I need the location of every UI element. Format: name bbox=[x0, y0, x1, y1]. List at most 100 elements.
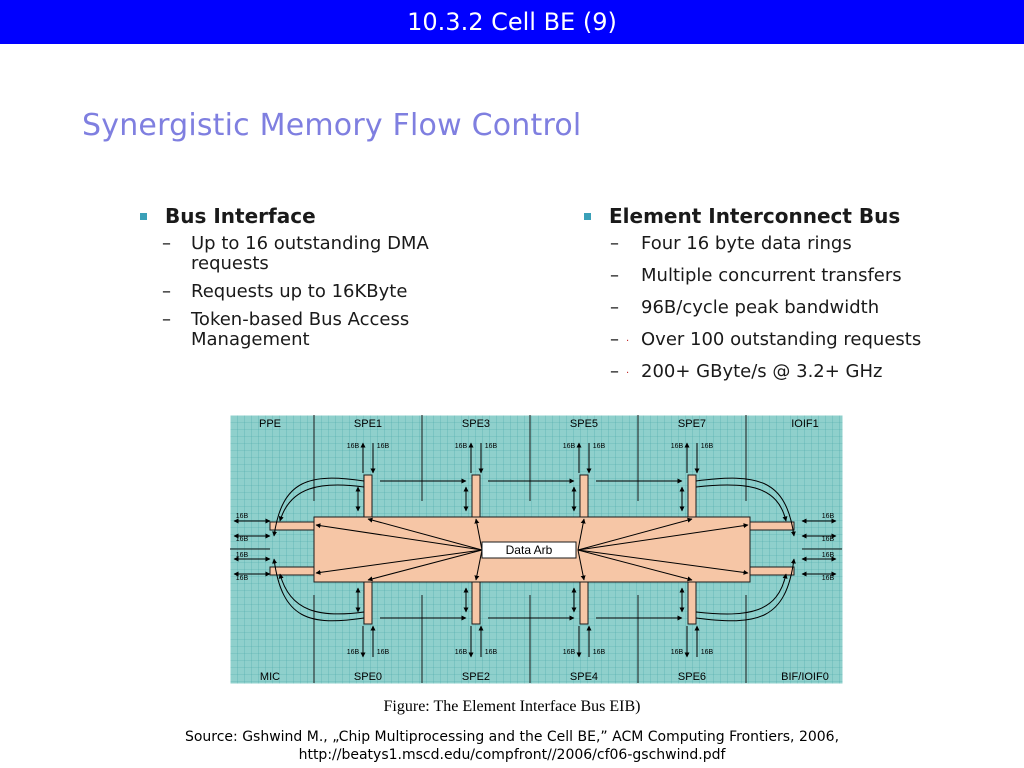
port-label: 16B bbox=[822, 575, 835, 582]
dash-icon: – bbox=[610, 297, 619, 318]
source-line: Source: Gshwind M., „Chip Multiprocessin… bbox=[184, 729, 840, 745]
dash-icon: – bbox=[162, 281, 171, 302]
port-label: 16B bbox=[563, 649, 576, 656]
slide-heading: Synergistic Memory Flow Control bbox=[82, 108, 582, 143]
top-unit-label: SPE7 bbox=[678, 418, 706, 430]
square-bullet-icon bbox=[584, 213, 591, 220]
arbiter-ray bbox=[367, 517, 483, 551]
top-unit-label: SPE3 bbox=[462, 418, 490, 430]
ring-loop bbox=[272, 558, 365, 622]
slide-title-bar: 10.3.2 Cell BE (9) bbox=[0, 0, 1024, 44]
ring-loop bbox=[695, 573, 788, 615]
left-port-stub bbox=[269, 566, 315, 576]
arbiter-ray bbox=[577, 523, 749, 551]
ring-loop bbox=[278, 484, 365, 522]
port-label: 16B bbox=[455, 443, 468, 450]
data-arbiter-label: Data Arb bbox=[506, 543, 553, 557]
port-label: 16B bbox=[485, 443, 498, 450]
port-label: 16B bbox=[671, 649, 684, 656]
bottom-unit-label: MIC bbox=[260, 671, 280, 683]
eib-bullet: Element Interconnect Bus bbox=[584, 204, 1004, 234]
dash-icon: – bbox=[162, 233, 171, 254]
bus-interface-section: Bus Interface –Up to 16 outstanding DMA … bbox=[140, 204, 520, 358]
source-url: http://beatys1.mscd.edu/compfront//2006/… bbox=[298, 747, 726, 763]
top-port-stub bbox=[363, 474, 373, 518]
bottom-port-stub bbox=[579, 581, 589, 625]
port-label: 16B bbox=[822, 552, 835, 559]
port-label: 16B bbox=[593, 443, 606, 450]
stray-mark-icon: · bbox=[626, 336, 630, 347]
port-label: 16B bbox=[347, 649, 360, 656]
top-port-stub bbox=[579, 474, 589, 518]
list-item: – 96B/cycle peak bandwidth bbox=[584, 298, 1004, 330]
bullet-label: Bus Interface bbox=[165, 204, 316, 228]
port-label: 16B bbox=[701, 443, 714, 450]
bottom-port-stub bbox=[363, 581, 373, 625]
port-label: 16B bbox=[671, 443, 684, 450]
top-unit-label: PPE bbox=[259, 418, 281, 430]
source-citation: Source: Gshwind M., „Chip Multiprocessin… bbox=[0, 728, 1024, 764]
eib-section: Element Interconnect Bus –Four 16 byte d… bbox=[584, 204, 1004, 394]
arbiter-ray bbox=[367, 549, 483, 582]
bottom-unit-label: SPE4 bbox=[570, 671, 598, 683]
list-item-text: Token-based Bus Access Management bbox=[191, 309, 410, 350]
list-item: –· 200+ GByte/s @ 3.2+ GHz bbox=[584, 362, 1004, 394]
top-unit-label: SPE5 bbox=[570, 418, 598, 430]
port-label: 16B bbox=[563, 443, 576, 450]
list-item-text: Requests up to 16KByte bbox=[191, 281, 408, 302]
list-item-text: 96B/cycle peak bandwidth bbox=[641, 297, 880, 318]
top-port-stub bbox=[687, 474, 697, 518]
arbiter-ray bbox=[474, 549, 483, 581]
bottom-unit-label: SPE6 bbox=[678, 671, 706, 683]
bus-interface-bullet: Bus Interface bbox=[140, 204, 520, 234]
right-port-stub bbox=[749, 521, 795, 531]
bottom-port-stub bbox=[687, 581, 697, 625]
arbiter-ray bbox=[577, 549, 749, 575]
dash-icon: – bbox=[610, 265, 619, 286]
left-port-stub bbox=[269, 521, 315, 531]
port-label: 16B bbox=[236, 536, 249, 543]
top-unit-label: IOIF1 bbox=[791, 418, 819, 430]
port-label: 16B bbox=[485, 649, 498, 656]
arbiter-ray bbox=[577, 517, 693, 551]
list-item-text: Multiple concurrent transfers bbox=[641, 265, 902, 286]
port-label: 16B bbox=[822, 513, 835, 520]
port-label: 16B bbox=[822, 536, 835, 543]
slide-title: 10.3.2 Cell BE (9) bbox=[407, 8, 617, 36]
ring-loop bbox=[272, 477, 365, 537]
list-item-text: 200+ GByte/s @ 3.2+ GHz bbox=[641, 361, 883, 382]
port-label: 16B bbox=[377, 443, 390, 450]
list-item: –Requests up to 16KByte bbox=[140, 282, 520, 302]
list-item: –Up to 16 outstanding DMA requests bbox=[140, 234, 520, 274]
port-label: 16B bbox=[236, 552, 249, 559]
bottom-port-stub bbox=[471, 581, 481, 625]
ring-loop bbox=[695, 558, 796, 622]
dash-icon: – bbox=[162, 309, 171, 330]
list-item-text: Up to 16 outstanding DMA requests bbox=[191, 233, 429, 274]
arbiter-ray bbox=[577, 549, 693, 582]
figure-caption: Figure: The Element Interface Bus EIB) bbox=[383, 698, 641, 715]
bus-interface-list: –Up to 16 outstanding DMA requests –Requ… bbox=[140, 234, 520, 350]
dash-icon: – bbox=[610, 329, 619, 350]
port-label: 16B bbox=[377, 649, 390, 656]
arbiter-ray bbox=[577, 518, 586, 551]
bullet-label: Element Interconnect Bus bbox=[609, 204, 901, 228]
data-arbiter-box bbox=[481, 541, 577, 559]
list-item-text: Four 16 byte data rings bbox=[641, 233, 852, 254]
list-item: –Token-based Bus Access Management bbox=[140, 310, 520, 350]
bottom-unit-label: SPE0 bbox=[354, 671, 382, 683]
right-port-stub bbox=[749, 566, 795, 576]
port-label: 16B bbox=[455, 649, 468, 656]
arbiter-ray bbox=[315, 523, 483, 551]
stray-mark-icon: · bbox=[626, 368, 630, 379]
list-item: – Multiple concurrent transfers bbox=[584, 266, 1004, 298]
dash-icon: – bbox=[610, 361, 619, 382]
ring-loop bbox=[695, 484, 788, 522]
port-label: 16B bbox=[236, 575, 249, 582]
arbiter-ray bbox=[577, 549, 586, 581]
top-unit-label: SPE1 bbox=[354, 418, 382, 430]
port-label: 16B bbox=[593, 649, 606, 656]
ring-loop bbox=[695, 477, 796, 537]
list-item: –Four 16 byte data rings bbox=[584, 234, 1004, 266]
